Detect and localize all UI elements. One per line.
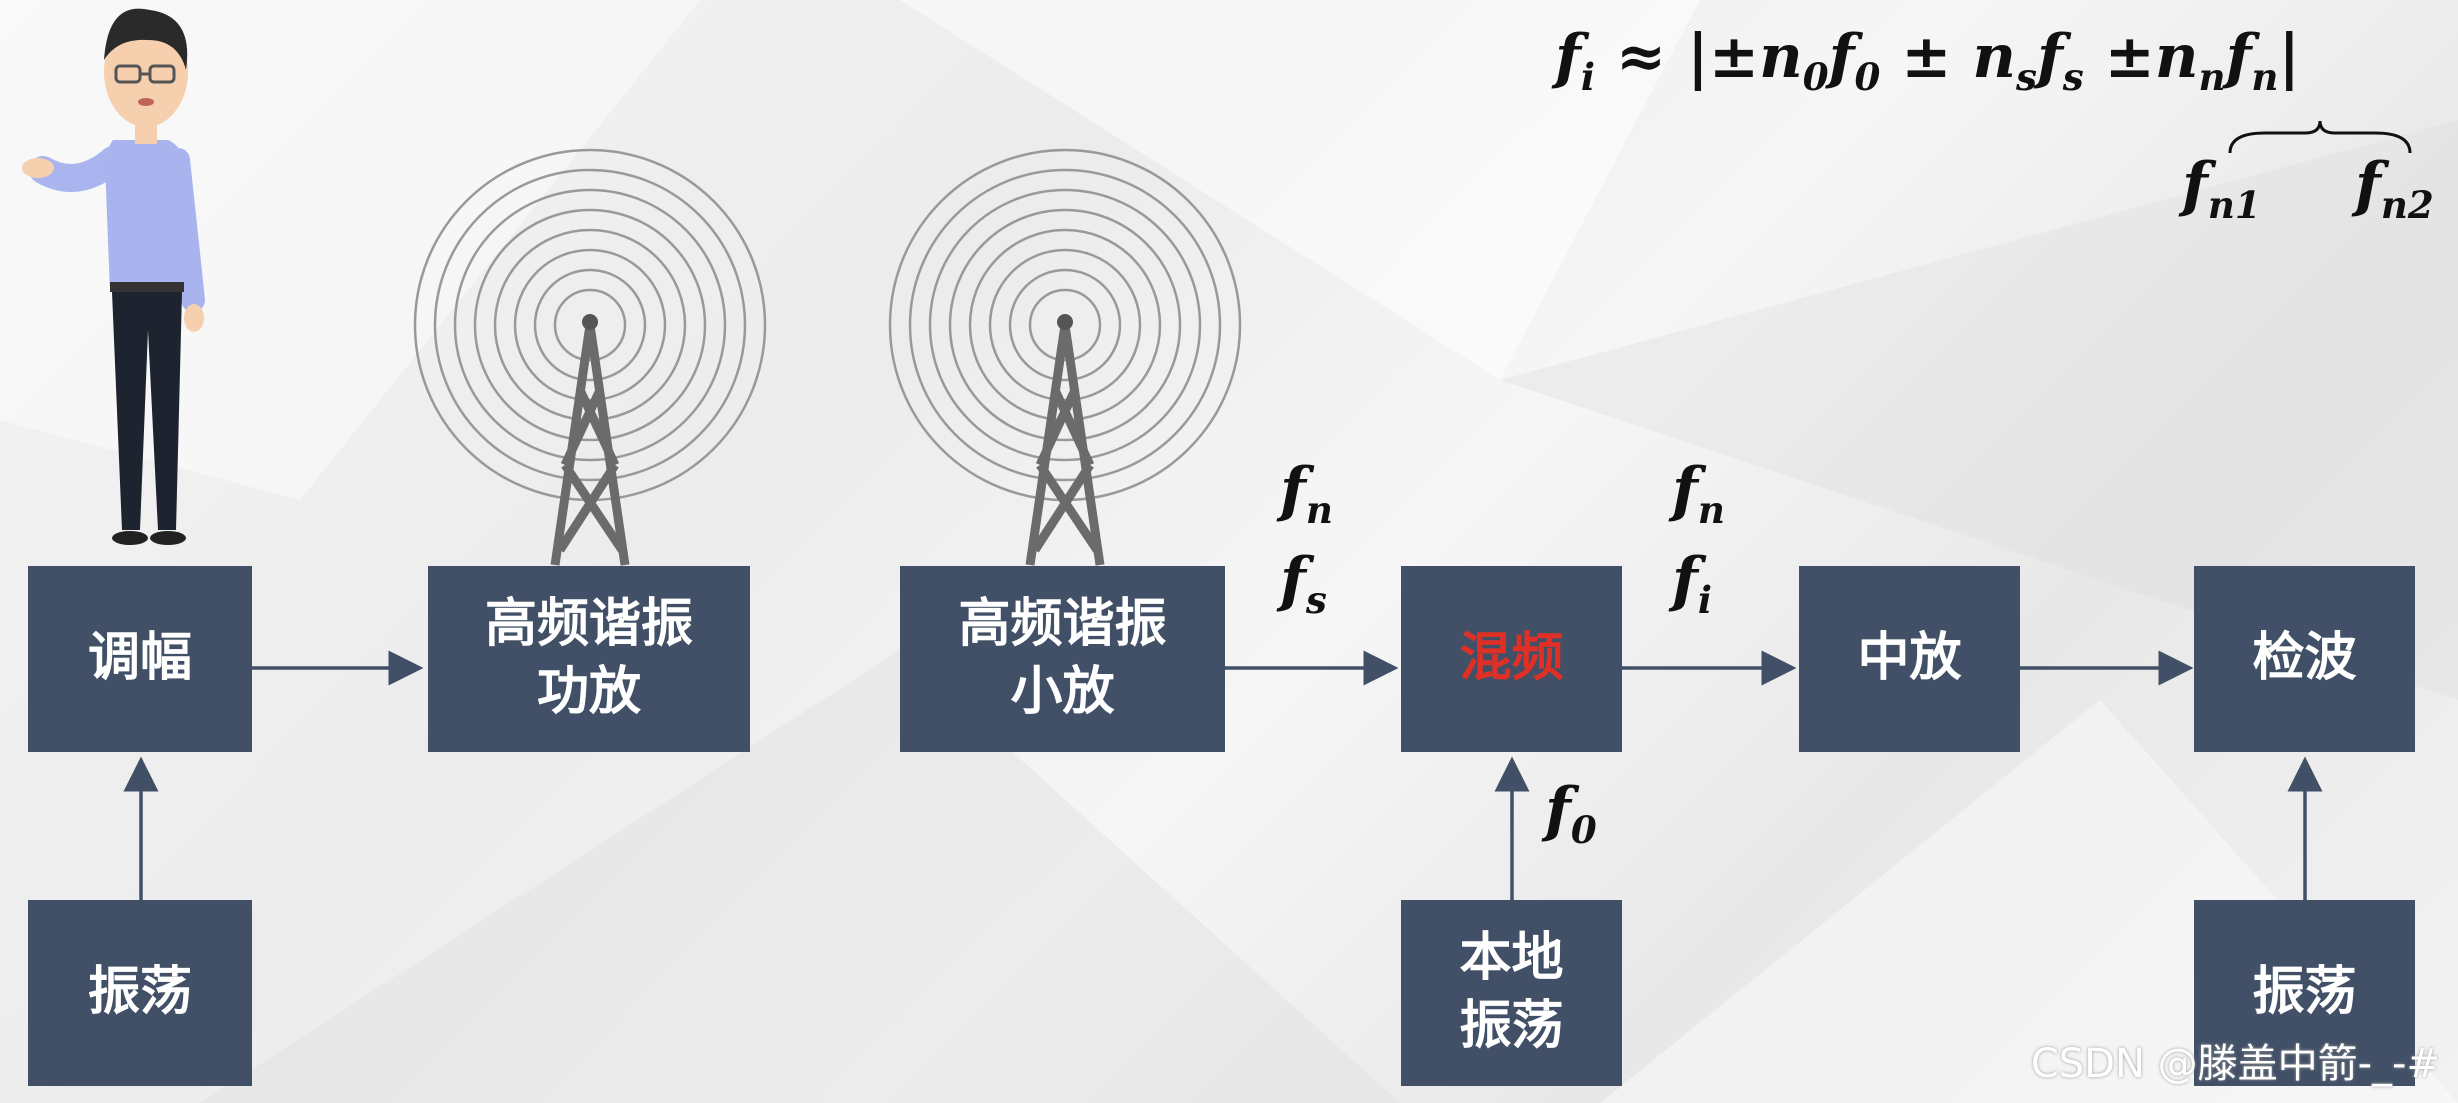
label-mixer-in-fn: fn (1280, 455, 1333, 532)
mixer-frequency-formula: fi ≈ |±n0f0 ± nsfs ±nnfn| (1555, 22, 2300, 99)
block-detector: 检波 (2194, 566, 2415, 752)
block-local-oscillator: 本地 振荡 (1401, 900, 1622, 1086)
block-mixer-label: 混频 (1459, 625, 1563, 693)
antenna-tower-rx (885, 140, 1245, 570)
block-rf-small-amp: 高频谐振 小放 (900, 566, 1225, 752)
block-oscillator-right-label: 振荡 (2252, 959, 2356, 1027)
block-local-oscillator-line2: 振荡 (1459, 993, 1563, 1061)
block-rf-power-amp-line2: 功放 (485, 659, 693, 727)
formula-fn2: fn2 (2355, 150, 2434, 227)
block-modulation: 调幅 (28, 566, 252, 752)
block-rf-power-amp-line1: 高频谐振 (485, 591, 693, 659)
antenna-tower-tx (410, 140, 770, 570)
label-mixer-out-fi: fi (1672, 545, 1712, 622)
presenter-figure (18, 0, 278, 550)
block-oscillator-left: 振荡 (28, 900, 252, 1086)
block-rf-small-amp-line1: 高频谐振 (958, 591, 1166, 659)
label-mixer-in-fs: fs (1280, 545, 1327, 622)
block-rf-small-amp-line2: 小放 (958, 659, 1166, 727)
block-if-amp-label: 中放 (1857, 625, 1961, 693)
block-rf-power-amp: 高频谐振 功放 (428, 566, 750, 752)
block-if-amp: 中放 (1799, 566, 2020, 752)
watermark: CSDN @滕盖中箭-_-# (2031, 1031, 2440, 1089)
block-local-oscillator-line1: 本地 (1459, 925, 1563, 993)
block-mixer: 混频 (1401, 566, 1622, 752)
label-mixer-out-fn: fn (1672, 455, 1725, 532)
block-oscillator-left-label: 振荡 (88, 959, 192, 1027)
block-detector-label: 检波 (2252, 625, 2356, 693)
formula-fn1: fn1 (2182, 150, 2261, 227)
block-modulation-label: 调幅 (88, 625, 192, 693)
label-lo-f0: f0 (1545, 775, 1597, 852)
